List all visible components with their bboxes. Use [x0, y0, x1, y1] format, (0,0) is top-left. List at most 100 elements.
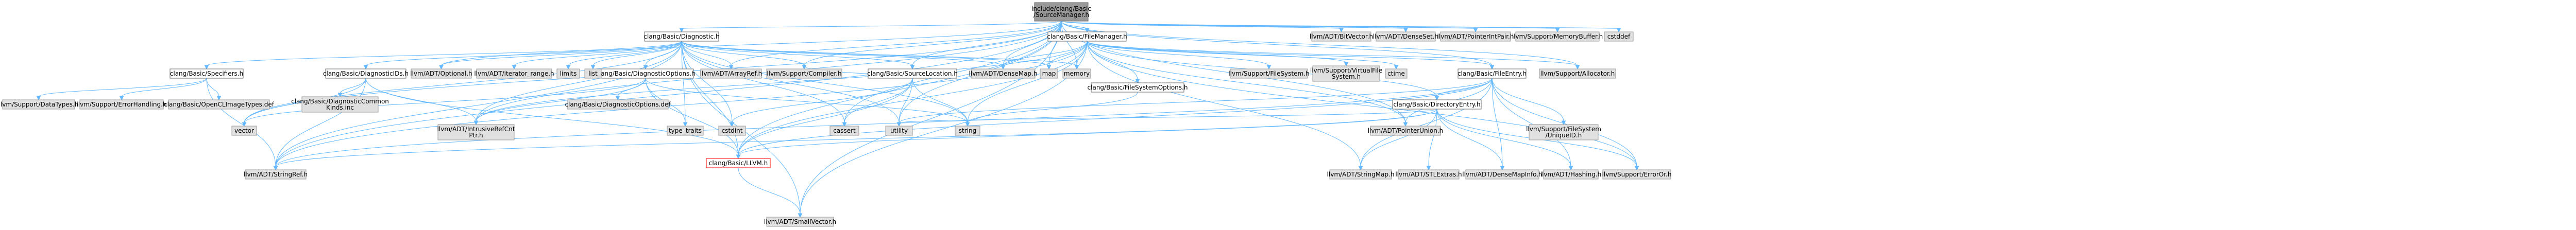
node-label: llvm/ADT/Hashing.h: [1540, 171, 1602, 178]
edge-directory_entry-to-dense_map_info: [1436, 109, 1505, 171]
edge-source_location-to-string: [912, 78, 970, 127]
node-pointer-union[interactable]: llvm/ADT/PointerUnion.h: [1368, 126, 1444, 136]
node-dense-map[interactable]: llvm/ADT/DenseMap.h: [969, 68, 1038, 79]
edge-diagnostic-to-utility: [681, 41, 902, 127]
edge-directory_entry-to-hashing: [1436, 109, 1573, 171]
node-string[interactable]: string: [955, 126, 980, 136]
node-support-compiler[interactable]: llvm/Support/Compiler.h: [766, 68, 842, 79]
node-support-error-handling[interactable]: llvm/Support/ErrorHandling.h: [76, 99, 167, 110]
edge-diagnostic_ids-to-string_ref: [273, 78, 366, 171]
edge-directory_entry-to-string_map: [1358, 109, 1437, 171]
node-label: llvm/ADT/Optional.h: [410, 70, 472, 77]
node-cstddef[interactable]: cstddef: [1604, 31, 1634, 42]
node-label: llvm/Support/Allocator.h: [1540, 70, 1615, 77]
node-pointer-int-pair[interactable]: llvm/ADT/PointerIntPair.h: [1437, 31, 1514, 42]
node-label: llvm/ADT/PointerIntPair.h: [1437, 33, 1514, 40]
node-limits[interactable]: limits: [556, 68, 580, 79]
node-small-vector[interactable]: llvm/ADT/SmallVector.h: [764, 217, 836, 227]
edge-diagnostic-to-specifiers: [204, 41, 682, 70]
node-memory[interactable]: memory: [1062, 68, 1091, 79]
node-label: llvm/Support/Compiler.h: [767, 70, 841, 77]
edge-diagnostic-to-support_compiler: [681, 41, 807, 70]
node-label: memory: [1064, 70, 1090, 77]
node-utility[interactable]: utility: [885, 126, 913, 136]
node-clang-llvm[interactable]: clang/Basic/LLVM.h: [706, 158, 771, 168]
node-dense-map-info[interactable]: llvm/ADT/DenseMapInfo.h: [1462, 169, 1543, 180]
node-label: llvm/ADT/DenseMap.h: [969, 70, 1038, 77]
edge-source_manager-to-diagnostic: [679, 21, 1062, 33]
node-label: vector: [234, 127, 254, 134]
node-label: clang/Basic/Specifiers.h: [170, 70, 243, 77]
node-diagnostic-options-def[interactable]: clang/Basic/DiagnosticOptions.def: [565, 99, 671, 110]
node-source-location[interactable]: clang/Basic/SourceLocation.h: [867, 68, 958, 79]
node-hashing[interactable]: llvm/ADT/Hashing.h: [1540, 169, 1602, 180]
node-array-ref[interactable]: llvm/ADT/ArrayRef.h: [700, 68, 762, 79]
edge-diagnostic_options-to-vector: [242, 78, 646, 127]
node-label: clang/Basic/SourceLocation.h: [867, 70, 958, 77]
node-diagnostic[interactable]: clang/Basic/Diagnostic.h: [643, 31, 720, 42]
node-diagnostic-ids[interactable]: clang/Basic/DiagnosticIDs.h: [323, 68, 409, 79]
node-list[interactable]: list: [584, 68, 602, 79]
node-denseset[interactable]: llvm/ADT/DenseSet.h: [1373, 31, 1438, 42]
node-label: /SourceManager.h: [1033, 11, 1089, 19]
node-iterator-range[interactable]: llvm/ADT/iterator_range.h: [474, 68, 554, 79]
node-label: cstddef: [1607, 33, 1631, 40]
node-file-manager[interactable]: clang/Basic/FileManager.h: [1047, 31, 1127, 42]
node-label: string: [959, 127, 976, 134]
edge-specifiers-to-opencl_image_types: [206, 78, 222, 101]
node-map[interactable]: map: [1040, 68, 1058, 79]
node-type-traits[interactable]: type_traits: [667, 126, 704, 136]
node-diagnostic-options[interactable]: clang/Basic/DiagnosticOptions.h: [596, 68, 696, 79]
edge-source_location-to-cassert: [842, 78, 913, 127]
node-label: clang/Basic/OpenCLImageTypes.def: [164, 101, 275, 108]
node-cassert[interactable]: cassert: [829, 126, 859, 136]
node-label: llvm/ADT/IntrusiveRefCnt: [437, 126, 515, 133]
node-bitvector[interactable]: llvm/ADT/BitVector.h: [1310, 31, 1373, 42]
node-label: include/clang/Basic: [1031, 5, 1091, 12]
edge-source_manager-to-optional: [439, 21, 1062, 70]
node-vector[interactable]: vector: [231, 126, 257, 136]
node-label: limits: [560, 70, 577, 77]
node-stl-extras[interactable]: llvm/ADT/STLExtras.h: [1395, 169, 1462, 180]
node-opencl-image-types[interactable]: clang/Basic/OpenCLImageTypes.def: [164, 99, 275, 110]
node-label: clang/Basic/Diagnostic.h: [643, 33, 719, 40]
edge-diagnostic_options-to-clang_llvm: [645, 78, 741, 160]
node-label: llvm/ADT/StringMap.h: [1327, 171, 1395, 178]
node-support-file-system[interactable]: llvm/Support/FileSystem.h: [1228, 68, 1310, 79]
node-file-system-options[interactable]: clang/Basic/FileSystemOptions.h: [1088, 82, 1188, 93]
node-ctime[interactable]: ctime: [1385, 68, 1408, 79]
node-string-ref[interactable]: llvm/ADT/StringRef.h: [244, 169, 308, 180]
node-specifiers[interactable]: clang/Basic/Specifiers.h: [170, 68, 244, 79]
node-string-map[interactable]: llvm/ADT/StringMap.h: [1327, 169, 1395, 180]
node-cstdint[interactable]: cstdint: [718, 126, 746, 136]
node-support-allocator[interactable]: llvm/Support/Allocator.h: [1539, 68, 1616, 79]
node-file-entry[interactable]: clang/Basic/FileEntry.h: [1458, 68, 1527, 79]
edge-diagnostic-to-iterator_range: [512, 41, 682, 70]
edge-file_entry-to-hashing: [1492, 78, 1573, 171]
node-support-error-or[interactable]: llvm/Support/ErrorOr.h: [1602, 169, 1672, 180]
node-directory-entry[interactable]: clang/Basic/DirectoryEntry.h: [1392, 99, 1482, 110]
node-label: llvm/Support/FileSystem: [1526, 126, 1601, 133]
node-label: llvm/Support/FileSystem.h: [1228, 70, 1309, 77]
edge-source_manager-to-support_allocator: [1061, 21, 1580, 70]
edge-file_manager-to-string: [965, 41, 1088, 127]
node-label: llvm/Support/ErrorOr.h: [1602, 171, 1672, 178]
edge-directory_entry-to-utility: [896, 109, 1437, 127]
node-memory-buffer[interactable]: llvm/Support/MemoryBuffer.h: [1512, 31, 1603, 42]
edge-diagnostic-to-list: [590, 41, 682, 70]
edge-file_manager-to-file_entry: [1087, 41, 1495, 70]
node-label: llvm/ADT/BitVector.h: [1310, 33, 1373, 40]
node-optional[interactable]: llvm/ADT/Optional.h: [410, 68, 472, 79]
node-file-system-unique-id[interactable]: llvm/Support/FileSystem/UniqueID.h: [1526, 124, 1601, 140]
edge-file_manager-to-dense_map: [1001, 41, 1088, 70]
node-label: llvm/ADT/DenseMapInfo.h: [1462, 171, 1542, 178]
node-label: map: [1042, 70, 1056, 77]
node-label: clang/Basic/FileSystemOptions.h: [1088, 84, 1188, 91]
node-support-data-types[interactable]: llvm/Support/DataTypes.h: [0, 99, 78, 110]
edge-specifiers-to-support_data_types: [36, 78, 207, 101]
node-label: clang/Basic/FileEntry.h: [1458, 70, 1527, 77]
